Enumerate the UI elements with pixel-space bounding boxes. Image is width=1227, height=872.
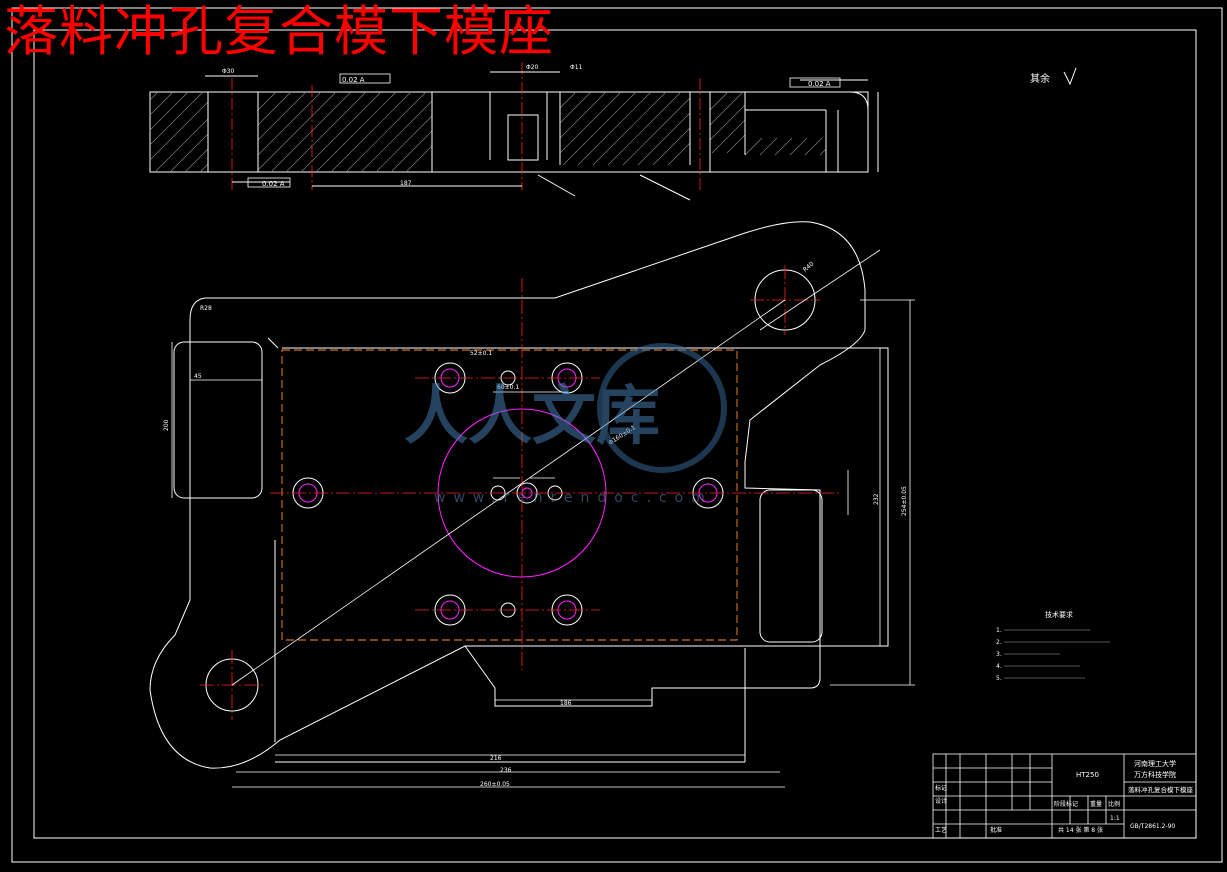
dim-254: 254±0.05 <box>901 486 908 516</box>
tech-req-item: 2. <box>996 639 1002 646</box>
tech-req-item: 3. <box>996 651 1002 658</box>
tol-flat-1: 0.02 A <box>342 76 365 84</box>
roughness-symbol-icon <box>1063 67 1077 86</box>
watermark-url: www.renrendoc.com <box>434 490 713 506</box>
plan-view <box>149 221 915 788</box>
tb-material: HT250 <box>1076 771 1099 779</box>
dim-60: 60±0.1 <box>497 384 519 391</box>
watermark: 人人文库 www.renrendoc.com <box>404 338 804 508</box>
tb-stage: 阶段标记 <box>1054 800 1078 808</box>
tech-req-item: 4. <box>996 663 1002 670</box>
tb-design: 设计 <box>935 797 947 805</box>
dim-187: 187 <box>400 180 412 187</box>
roughness-note: 其余 <box>1030 72 1050 85</box>
dim-236: 236 <box>500 767 512 774</box>
tb-sheet: 共 14 张 第 8 张 <box>1058 826 1103 834</box>
watermark-text: 人人文库 <box>404 380 660 454</box>
drawing-title: 落料冲孔复合模下模座 <box>4 0 554 63</box>
dim-52: 52±0.1 <box>470 350 492 357</box>
dim-r40: R40 <box>802 260 816 273</box>
tol-flat-2: 0.02 A <box>262 180 285 188</box>
dim-r28: R28 <box>200 305 212 312</box>
dim-200: 200 <box>163 419 170 431</box>
inner-border <box>33 29 1197 839</box>
tb-school: 河南理工大学 <box>1134 759 1176 768</box>
tb-approve: 批准 <box>990 826 1002 834</box>
tb-weight: 重量 <box>1090 800 1102 808</box>
section-view <box>149 62 879 201</box>
dim-phi30: Φ30 <box>222 68 235 75</box>
tech-req-heading: 技术要求 <box>1045 610 1073 619</box>
dim-232: 232 <box>873 493 880 505</box>
tb-ratio: 比例 <box>1108 800 1120 808</box>
tech-req-item: 1. <box>996 627 1002 634</box>
title-block <box>932 753 1197 839</box>
tb-mark: 标记 <box>935 784 947 792</box>
dim-186: 186 <box>560 700 572 707</box>
tb-scale: 1:1 <box>1110 815 1120 822</box>
tech-req-item: 5. <box>996 675 1002 682</box>
dim-45: 45 <box>194 373 202 380</box>
outer-border <box>11 7 1223 863</box>
dim-216: 216 <box>490 755 502 762</box>
dim-phi11: Φ11 <box>570 64 583 71</box>
tol-flat-3: 0.02 A <box>808 80 831 88</box>
watermark-logo-icon <box>597 343 727 473</box>
dim-phi20: Φ20 <box>526 64 539 71</box>
tb-standard: GB/T2861.2-90 <box>1130 823 1175 830</box>
tb-college: 万方科技学院 <box>1134 770 1176 779</box>
tb-part-name: 落料冲孔复合模下模座 <box>1128 785 1194 794</box>
tb-process: 工艺 <box>935 826 947 834</box>
dim-260: 260±0.05 <box>480 781 510 788</box>
